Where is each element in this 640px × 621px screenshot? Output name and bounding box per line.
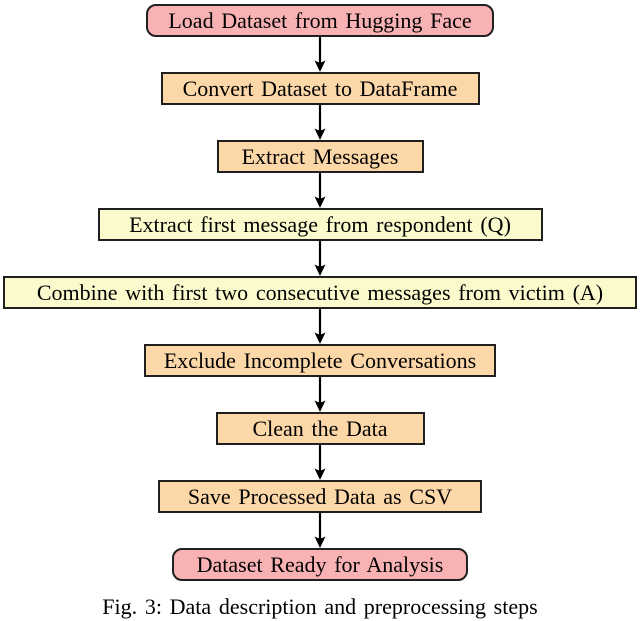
arrow-down-icon	[314, 105, 326, 140]
arrow-down-icon	[314, 309, 326, 344]
node-convert-dataframe: Convert Dataset to DataFrame	[160, 72, 480, 105]
arrow-down-icon	[314, 513, 326, 548]
node-combine-messages: Combine with first two consecutive messa…	[3, 276, 637, 309]
node-dataset-ready: Dataset Ready for Analysis	[172, 548, 468, 581]
figure-caption: Fig. 3: Data description and preprocessi…	[102, 594, 538, 619]
node-extract-messages: Extract Messages	[216, 140, 424, 173]
arrow-down-icon	[314, 37, 326, 72]
node-clean-data: Clean the Data	[215, 412, 425, 445]
arrow-down-icon	[314, 445, 326, 480]
node-extract-first-message: Extract first message from respondent (Q…	[97, 208, 543, 241]
node-load-dataset: Load Dataset from Hugging Face	[146, 4, 494, 37]
arrow-down-icon	[314, 241, 326, 276]
node-exclude-incomplete: Exclude Incomplete Conversations	[144, 344, 496, 377]
arrow-down-icon	[314, 377, 326, 412]
node-save-csv: Save Processed Data as CSV	[158, 480, 482, 513]
arrow-down-icon	[314, 173, 326, 208]
